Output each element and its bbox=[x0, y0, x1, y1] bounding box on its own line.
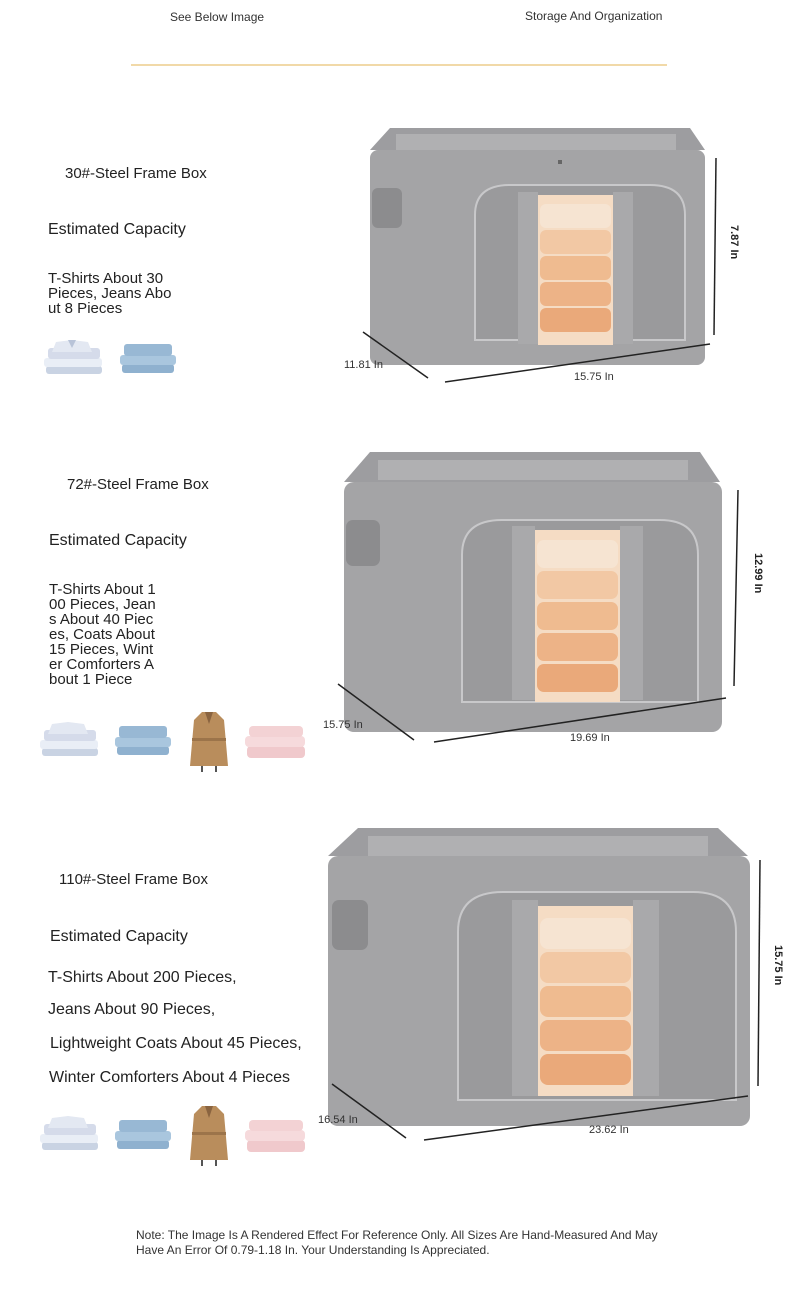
coat-icon bbox=[190, 712, 228, 772]
coat-icon bbox=[190, 1106, 228, 1166]
comforter-icon bbox=[245, 1120, 305, 1152]
capacity-label: Estimated Capacity bbox=[49, 532, 187, 549]
depth-label: 15.75 In bbox=[323, 719, 363, 731]
capacity-line: Winter Comforters About 4 Pieces bbox=[49, 1069, 290, 1086]
product-title: 110#-Steel Frame Box bbox=[59, 871, 208, 888]
capacity-line: Jeans About 90 Pieces, bbox=[48, 1001, 216, 1018]
capacity-label: Estimated Capacity bbox=[48, 221, 186, 238]
capacity-line: Lightweight Coats About 45 Pieces, bbox=[50, 1035, 302, 1052]
height-label: 7.87 In bbox=[728, 225, 740, 260]
jeans-stack-icon bbox=[115, 726, 171, 755]
footnote: Note: The Image Is A Rendered Effect For… bbox=[136, 1228, 658, 1257]
depth-label: 16.54 In bbox=[318, 1114, 358, 1126]
width-label: 23.62 In bbox=[589, 1124, 629, 1136]
width-label: 19.69 In bbox=[570, 732, 610, 744]
storage-box-image bbox=[328, 828, 761, 1141]
tshirt-stack-icon bbox=[40, 1116, 98, 1150]
comforter-icon bbox=[245, 726, 305, 758]
jeans-stack-icon bbox=[120, 344, 176, 373]
product-title: 72#-Steel Frame Box bbox=[67, 476, 209, 493]
capacity-label: Estimated Capacity bbox=[50, 928, 188, 945]
width-label: 15.75 In bbox=[574, 371, 614, 383]
header-right-text: Storage And Organization bbox=[525, 9, 663, 23]
height-label: 15.75 In bbox=[772, 945, 784, 986]
tshirt-stack-icon bbox=[44, 340, 102, 374]
header-divider bbox=[131, 64, 667, 66]
depth-label: 11.81 In bbox=[344, 359, 383, 371]
product-title: 30#-Steel Frame Box bbox=[65, 165, 207, 182]
capacity-text: T-Shirts About 30 Pieces, Jeans About 8 … bbox=[48, 270, 172, 317]
height-label: 12.99 In bbox=[752, 553, 764, 594]
capacity-text: T-Shirts About 100 Pieces, Jeans About 4… bbox=[49, 581, 156, 688]
jeans-stack-icon bbox=[115, 1120, 171, 1149]
storage-box-image bbox=[362, 128, 717, 383]
capacity-line: T-Shirts About 200 Pieces, bbox=[48, 969, 237, 986]
tshirt-stack-icon bbox=[40, 722, 98, 756]
storage-box-image bbox=[337, 452, 739, 743]
header-left-text: See Below Image bbox=[170, 10, 265, 24]
